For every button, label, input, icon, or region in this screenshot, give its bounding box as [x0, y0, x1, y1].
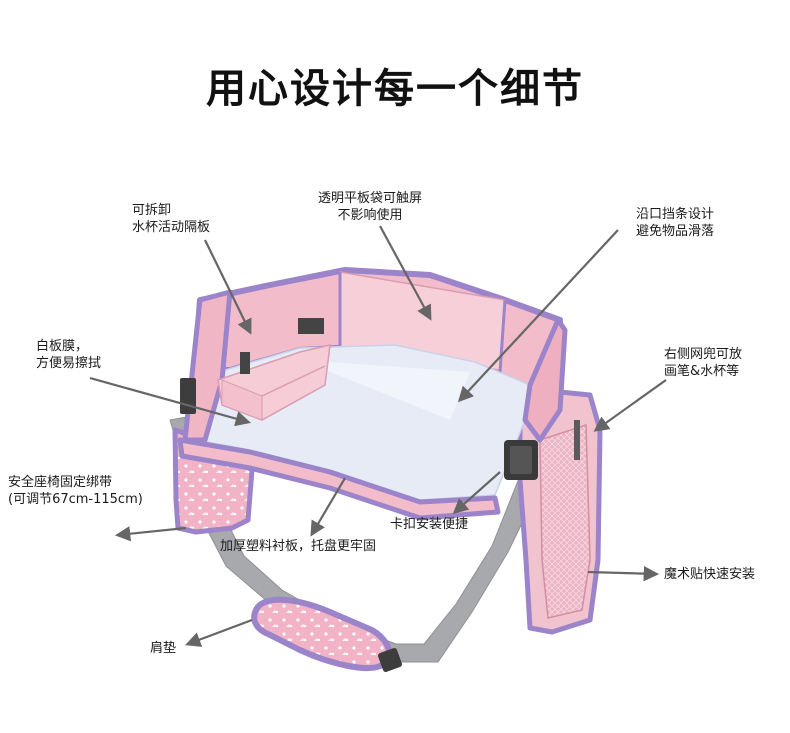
callout-side-mesh: 右侧网兜可放 画笔&水杯等: [664, 346, 742, 380]
callout-whiteboard-line2: 方便易擦拭: [36, 356, 102, 371]
callout-edge-guard-line2: 避免物品滑落: [636, 224, 715, 239]
callout-buckle-line1: 卡扣安装便捷: [390, 517, 469, 532]
callout-board-line1: 加厚塑料衬板，托盘更牢固: [220, 539, 377, 554]
callout-divider: 可拆卸 水杯活动隔板: [132, 202, 210, 236]
page-title: 用心设计每一个细节: [206, 66, 584, 112]
callout-edge-guard: 沿口挡条设计 避免物品滑落: [636, 206, 714, 240]
callout-strap-line2: (可调节67cm-115cm): [8, 492, 143, 507]
right-mesh-pocket: [517, 389, 603, 635]
callout-side-mesh-line2: 画笔&水杯等: [664, 364, 740, 379]
callout-arrows: [89, 225, 667, 647]
tray-right-wall: [522, 317, 568, 443]
callout-velcro-line1: 魔术贴快速安装: [664, 567, 756, 582]
callout-board: 加厚塑料衬板，托盘更牢固: [220, 538, 376, 555]
callout-velcro: 魔术贴快速安装: [664, 566, 755, 583]
callout-tablet-pocket-line2: 不影响使用: [337, 208, 403, 223]
tray-left-wall: [182, 289, 233, 443]
tray-front-rim: [177, 437, 501, 521]
shoulder-pad: [251, 596, 402, 672]
right-buckle: [504, 440, 538, 480]
callout-buckle: 卡扣安装便捷: [390, 516, 468, 533]
callout-side-mesh-line1: 右侧网兜可放: [664, 347, 743, 362]
cup-divider: [217, 318, 331, 421]
callout-divider-line2: 水杯活动隔板: [132, 220, 211, 235]
callout-whiteboard: 白板膜， 方便易擦拭: [36, 338, 101, 372]
left-buckle: [180, 378, 196, 414]
callout-strap-line1: 安全座椅固定绑带: [8, 475, 113, 490]
callout-whiteboard-line1: 白板膜，: [36, 339, 89, 354]
callout-pad-line1: 肩垫: [150, 641, 177, 656]
callout-strap: 安全座椅固定绑带 (可调节67cm-115cm): [8, 474, 143, 508]
callout-pad: 肩垫: [150, 640, 176, 657]
callout-tablet-pocket: 透明平板袋可触屏 不影响使用: [318, 190, 422, 224]
callout-edge-guard-line1: 沿口挡条设计: [636, 207, 715, 222]
callout-divider-line1: 可拆卸: [132, 203, 172, 218]
callout-tablet-pocket-line1: 透明平板袋可触屏: [318, 191, 423, 206]
